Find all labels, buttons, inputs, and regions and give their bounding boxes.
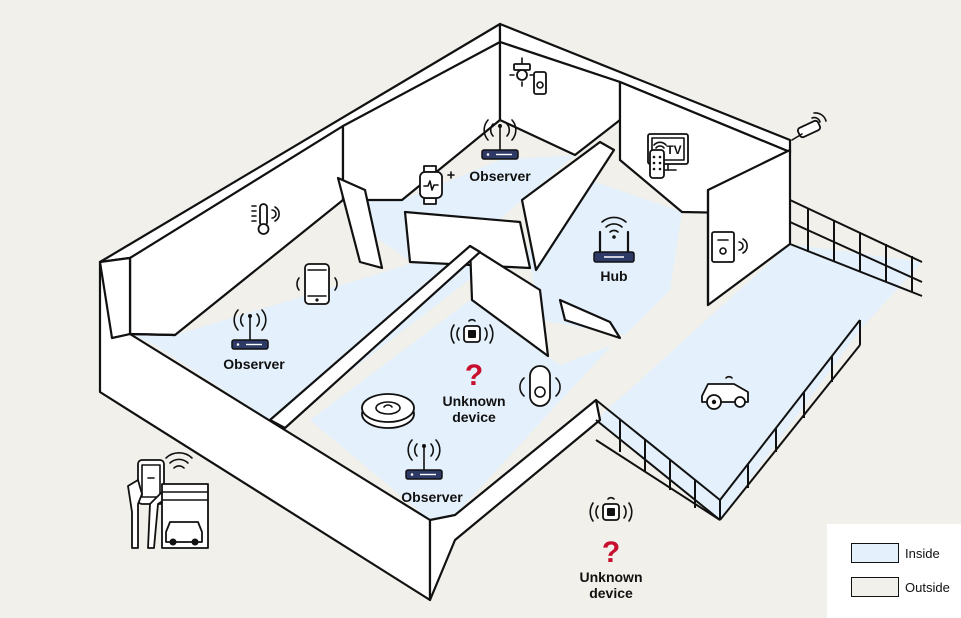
floor-bottom-room — [310, 300, 612, 520]
legend-swatch-outside — [851, 577, 899, 597]
observer-left-label: Observer — [223, 356, 285, 372]
thermostat-icon — [251, 203, 280, 235]
legend-label-inside: Inside — [905, 545, 940, 561]
observer-bottom-label: Observer — [401, 489, 463, 505]
partition-top — [336, 176, 384, 270]
legend-label-outside: Outside — [905, 579, 950, 595]
observer-bottom-icon — [405, 439, 443, 480]
terrace-railing-back — [789, 199, 923, 297]
smart-lock-icon — [711, 231, 748, 263]
observer-top-label: Observer — [469, 168, 531, 184]
garage-opener-icon — [127, 452, 209, 549]
terrace-railing-front — [595, 319, 861, 521]
wall-front-bottom — [428, 398, 602, 602]
floor-top-room — [340, 155, 575, 268]
hub-label: Hub — [600, 268, 627, 284]
observer-left-icon — [231, 309, 269, 350]
legend-swatch-inside — [851, 543, 899, 563]
floor-left-room — [130, 246, 500, 420]
smart-speaker-icon — [519, 365, 561, 407]
unknown-device-outside-icon — [589, 496, 633, 522]
security-camera-icon — [791, 112, 827, 141]
partition-center-a — [403, 210, 532, 270]
smartwatch-icon — [419, 165, 455, 205]
partition-lower — [468, 244, 550, 358]
partition-center-b — [520, 140, 616, 272]
unknown-inside-question-mark: ? — [465, 359, 483, 392]
legend: Inside Outside — [827, 524, 961, 618]
partition-right — [558, 298, 622, 340]
smartphone-icon — [296, 263, 338, 305]
robot-vacuum-icon — [361, 393, 415, 429]
wifi-router-icon — [593, 216, 635, 263]
robot-lawnmower-icon — [701, 375, 749, 410]
legend-item-inside: Inside — [851, 542, 940, 564]
tv-label: TV — [666, 143, 681, 157]
unknown-outside-label-line1: Unknown — [580, 569, 643, 585]
unknown-inside-label-line2: device — [452, 409, 496, 425]
wall-middle — [268, 244, 482, 430]
terrace-floor — [596, 244, 922, 520]
legend-item-outside: Outside — [851, 576, 950, 598]
unknown-outside-label-line2: device — [589, 585, 633, 601]
ceiling-light-icon — [509, 57, 535, 87]
unknown-device-inside-icon — [450, 318, 494, 344]
observer-top-icon — [481, 119, 519, 160]
floor-edge — [128, 332, 177, 337]
unknown-inside-label-line1: Unknown — [443, 393, 506, 409]
light-switch-icon — [533, 71, 547, 95]
unknown-outside-question-mark: ? — [602, 536, 620, 569]
remote-control-icon — [649, 149, 665, 179]
